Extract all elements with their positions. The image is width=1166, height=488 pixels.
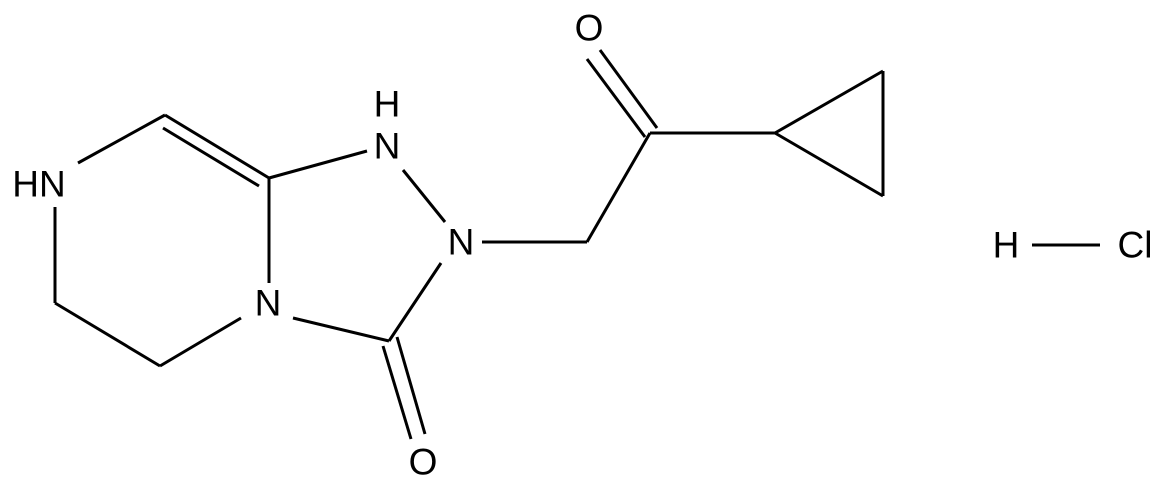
bond-c3-o-a (381, 345, 413, 440)
atom-label-n-middle: N (448, 222, 475, 263)
bond-c3-o-b (395, 336, 427, 435)
bond-c6-c5 (54, 301, 161, 368)
bond-ch2-co (585, 132, 652, 243)
atom-label-nh-top-h: H (374, 84, 401, 125)
bond-cp-3 (774, 131, 884, 198)
bond-hn-c8 (77, 113, 166, 165)
atom-label-n-ring: N (255, 283, 282, 324)
bond-c8-c8a-outer (164, 113, 270, 180)
atom-label-hn-left: HN (12, 164, 65, 205)
atom-label-hcl-h: H (993, 225, 1020, 266)
atom-label-oxygen-top: O (575, 8, 604, 49)
bond-n1-n2 (401, 169, 447, 223)
bond-c5-n4 (159, 316, 242, 368)
atom-label-hcl-cl: Cl (1118, 225, 1153, 266)
bond-co-o-b (598, 49, 659, 129)
bond-n2-c3 (387, 262, 443, 342)
atom-label-nh-top-n: N (374, 126, 401, 167)
atom-label-oxygen-bottom: O (409, 442, 438, 483)
bond-cp-1 (774, 69, 884, 135)
bond-co-o-a (585, 58, 647, 138)
bond-c3-n4 (292, 316, 390, 343)
bond-c8a-n1 (268, 149, 368, 180)
bond-c8-c8a-inner (162, 126, 260, 188)
